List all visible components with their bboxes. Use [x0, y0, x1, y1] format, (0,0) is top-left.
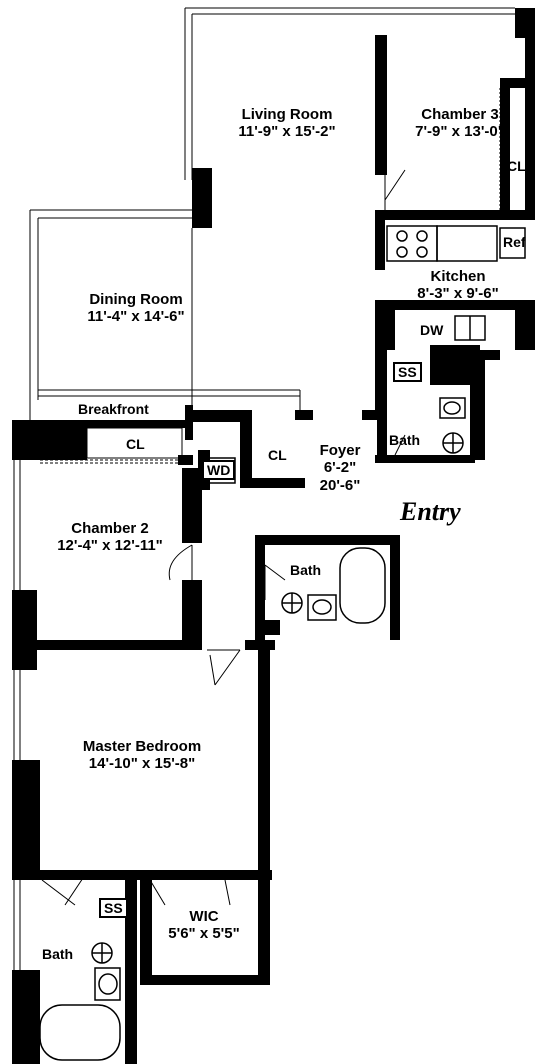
walls: [12, 8, 535, 1064]
chamber-3-name: Chamber 3: [421, 106, 499, 123]
chamber-3-closet: CL: [507, 158, 526, 174]
master-bedroom-label: Master Bedroom 14'-10" x 15'-8": [83, 738, 201, 773]
refrigerator: Ref: [503, 234, 526, 250]
foyer-name: Foyer: [319, 442, 361, 459]
breakfront-label: Breakfront: [78, 401, 149, 417]
kitchen-dims: 8'-3" x 9'-6": [417, 285, 499, 303]
living-room-label: Living Room 11'-9" x 15'-2": [238, 106, 335, 141]
dining-room-label: Dining Room 11'-4" x 14'-6": [87, 291, 184, 326]
kitchen-bath-label: Bath: [389, 432, 421, 448]
washer-dryer: WD: [202, 460, 236, 481]
wic-label: WIC 5'6" x 5'5": [168, 908, 239, 943]
kitchen-name: Kitchen: [430, 268, 486, 285]
chamber-2-dims: 12'-4" x 12'-11": [57, 537, 163, 555]
master-bath-label: Bath: [42, 946, 74, 962]
exterior-windows: [13, 7, 515, 1064]
master-slop-sink: SS: [99, 898, 128, 919]
dining-room-name: Dining Room: [89, 291, 183, 308]
chamber-3-dims: 7'-9" x 13'-0": [415, 123, 505, 141]
foyer-closet: CL: [268, 447, 287, 463]
chamber-2-name: Chamber 2: [71, 520, 149, 537]
middle-bath-label: Bath: [290, 562, 322, 578]
living-room-dims: 11'-9" x 15'-2": [238, 123, 336, 141]
foyer-dims-2: 20'-6": [319, 476, 361, 494]
entry-label: Entry: [400, 497, 461, 526]
wic-name: WIC: [189, 908, 219, 925]
dishwasher: DW: [420, 322, 444, 339]
foyer-dims-1: 6'-2": [323, 459, 357, 477]
doors: [40, 88, 501, 906]
foyer-label: Foyer 6'-2" 20'-6": [320, 442, 361, 494]
living-room-name: Living Room: [241, 106, 333, 123]
kitchen-label: Kitchen 8'-3" x 9'-6": [417, 268, 498, 303]
chamber-2-closet: CL: [126, 436, 145, 452]
master-bedroom-name: Master Bedroom: [82, 738, 202, 755]
master-bedroom-dims: 14'-10" x 15'-8": [88, 755, 196, 773]
dining-room-dims: 11'-4" x 14'-6": [87, 308, 185, 326]
chamber-3-label: Chamber 3 7'-9" x 13'-0": [415, 106, 505, 141]
chamber-2-label: Chamber 2 12'-4" x 12'-11": [57, 520, 163, 555]
wic-dims: 5'6" x 5'5": [168, 925, 240, 943]
kitchen-slop-sink: SS: [393, 362, 422, 383]
